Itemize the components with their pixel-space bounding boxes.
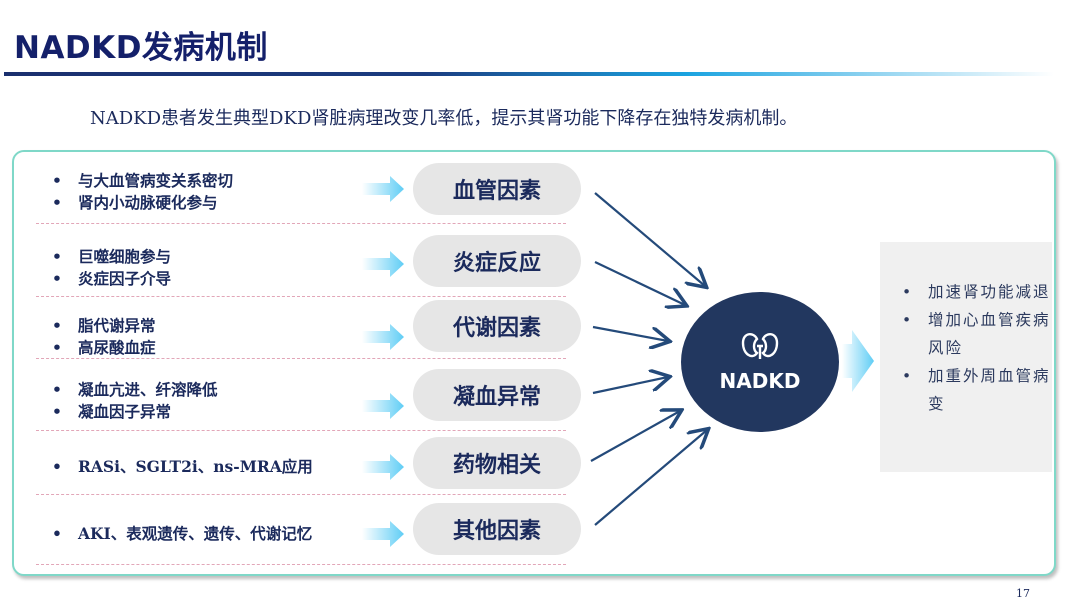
hub-label: NADKD: [719, 369, 801, 393]
factor-bullets-metabolic: 脂代谢异常 高尿酸血症: [52, 315, 156, 359]
row-divider: [36, 430, 566, 431]
bullet-item: AKI、表观遗传、遗传、代谢记忆: [52, 523, 312, 545]
kidney-icon: [741, 333, 779, 359]
outcome-item: 增加心血管疾病风险: [902, 306, 1052, 362]
arrow-right-icon: [362, 393, 404, 419]
bullet-item: 与大血管病变关系密切: [52, 170, 233, 192]
bullet-item: 高尿酸血症: [52, 337, 156, 359]
bullet-item: 凝血因子异常: [52, 401, 218, 423]
arrow-right-icon: [362, 251, 404, 277]
arrow-right-icon: [362, 521, 404, 547]
factor-pill-other: 其他因素: [413, 503, 581, 555]
nadkd-hub: NADKD: [681, 292, 839, 432]
row-divider: [36, 358, 566, 359]
factor-pill-metabolic: 代谢因素: [413, 300, 581, 352]
outcome-item: 加重外周血管病变: [902, 362, 1052, 418]
row-divider: [36, 296, 566, 297]
title-divider: [4, 72, 1054, 76]
page-number: 17: [1016, 587, 1030, 600]
arrow-right-icon: [362, 324, 404, 350]
factor-bullets-vascular: 与大血管病变关系密切 肾内小动脉硬化参与: [52, 170, 233, 214]
bullet-item: RASi、SGLT2i、ns-MRA应用: [52, 456, 313, 478]
page-title: NADKD发病机制: [14, 30, 268, 66]
arrow-right-icon: [362, 454, 404, 480]
row-divider: [36, 223, 566, 224]
bullet-item: 凝血亢进、纤溶降低: [52, 379, 218, 401]
factor-bullets-coagulation: 凝血亢进、纤溶降低 凝血因子异常: [52, 379, 218, 423]
bullet-item: 炎症因子介导: [52, 268, 171, 290]
bullet-item: 脂代谢异常: [52, 315, 156, 337]
row-divider: [36, 494, 566, 495]
factor-bullets-inflammation: 巨噬细胞参与 炎症因子介导: [52, 246, 171, 290]
bullet-item: 肾内小动脉硬化参与: [52, 192, 233, 214]
factor-pill-drug: 药物相关: [413, 437, 581, 489]
factor-bullets-drug: RASi、SGLT2i、ns-MRA应用: [52, 456, 313, 478]
factor-bullets-other: AKI、表观遗传、遗传、代谢记忆: [52, 523, 312, 545]
arrow-right-icon: [842, 330, 874, 392]
outcome-item: 加速肾功能减退: [902, 278, 1052, 306]
factor-pill-vascular: 血管因素: [413, 163, 581, 215]
subtitle: NADKD患者发生典型DKD肾脏病理改变几率低，提示其肾功能下降存在独特发病机制…: [90, 108, 798, 129]
factor-pill-inflammation: 炎症反应: [413, 235, 581, 287]
outcomes-box: 加速肾功能减退 增加心血管疾病风险 加重外周血管病变: [880, 242, 1052, 472]
factor-pill-coagulation: 凝血异常: [413, 369, 581, 421]
arrow-right-icon: [362, 176, 404, 202]
bullet-item: 巨噬细胞参与: [52, 246, 171, 268]
row-divider: [36, 564, 566, 565]
